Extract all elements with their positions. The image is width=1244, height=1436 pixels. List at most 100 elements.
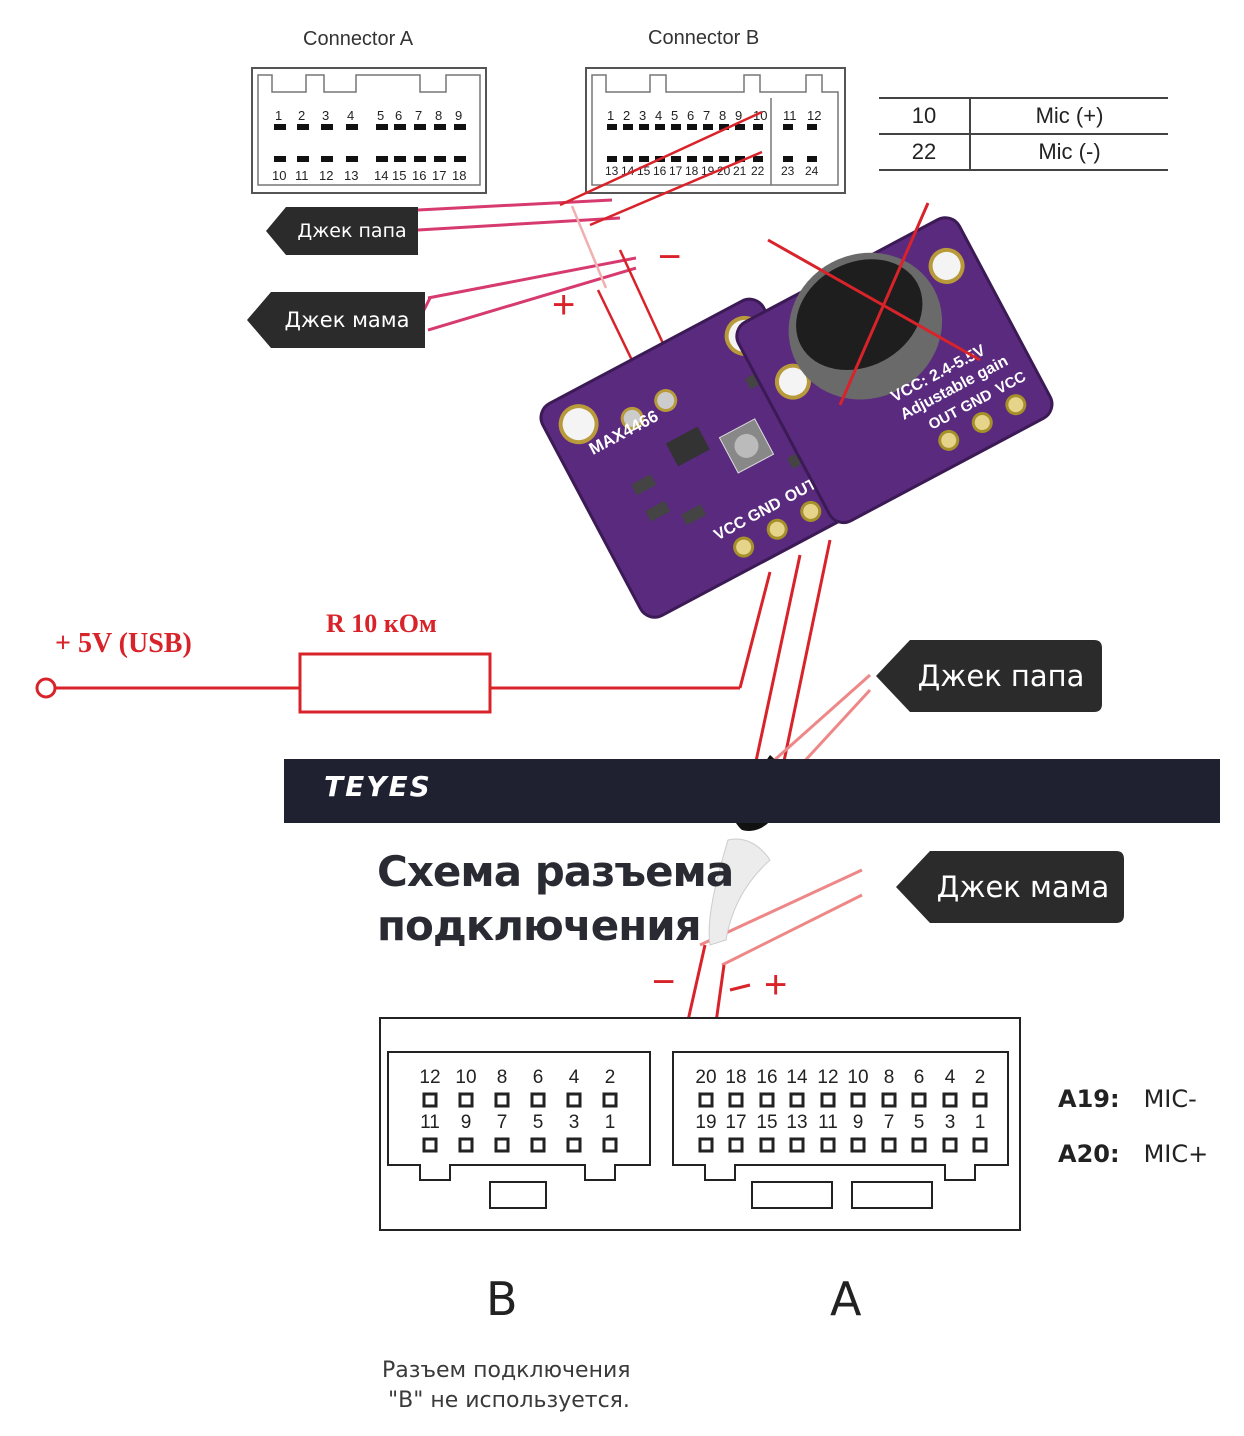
connector-a-pin-number: 18 [452, 168, 466, 183]
connector-label-a: A [830, 1272, 862, 1326]
headunit-a-pin [728, 1092, 744, 1108]
headunit-a-pin [789, 1137, 805, 1153]
connector-a-pin [414, 124, 426, 130]
mic-table-row: 10 Mic (+) [879, 97, 1168, 135]
headunit-a-pin [972, 1092, 988, 1108]
connector-b-inner [591, 74, 839, 186]
connector-a-title: Connector A [303, 28, 414, 50]
unused-connector-note: Разъем подключения "B" не используется. [382, 1356, 631, 1416]
connector-b-pin [607, 124, 617, 130]
headunit-a-pin [881, 1137, 897, 1153]
schema-title-line1: Схема разъема [377, 847, 734, 896]
headunit-a-pin-number: 6 [914, 1067, 925, 1088]
connector-b-pin [783, 124, 793, 130]
headunit-a-pin [881, 1092, 897, 1108]
connector-b-pin-number: 10 [753, 108, 767, 123]
jack-male-top-shape [266, 207, 418, 255]
headunit-b-pin-number: 5 [533, 1112, 544, 1133]
connector-b-pin [719, 156, 729, 162]
headunit-b-pin [458, 1092, 474, 1108]
connector-b-pin [655, 124, 665, 130]
headunit-b-pin-number: 4 [569, 1067, 580, 1088]
connector-a-pin [297, 124, 309, 130]
power-terminal [35, 677, 57, 699]
pin-legend-pin: A19: [1058, 1085, 1120, 1113]
connector-b-pin [735, 124, 745, 130]
connector-a-pin-number: 9 [455, 108, 462, 123]
schema-title: Схема разъема подключения [377, 845, 734, 953]
headunit-a-pin [820, 1092, 836, 1108]
jack-female-top-shape [247, 292, 425, 348]
headunit-a-pin-number: 19 [695, 1112, 716, 1133]
connector-b-pin [639, 156, 649, 162]
jack-female-mid-label: Джек мама [936, 870, 1110, 904]
headunit-a-pin [759, 1137, 775, 1153]
jack-male-mid-label: Джек папа [917, 659, 1085, 693]
connector-a-inner [257, 74, 481, 186]
mic-table-signal: Mic (+) [970, 97, 1168, 135]
connector-a-pin [346, 156, 358, 162]
headunit-connector-frame [379, 1017, 1021, 1231]
headunit-b-pin [602, 1137, 618, 1153]
connector-b-pin [753, 156, 763, 162]
headunit-a-pin [850, 1092, 866, 1108]
connector-b-pin [671, 156, 681, 162]
connector-a-pin [321, 124, 333, 130]
headunit-a-pin-number: 15 [756, 1112, 777, 1133]
connector-a-pin [376, 156, 388, 162]
jack-male-mid-shape [876, 640, 1102, 712]
connector-a-body [251, 67, 487, 194]
connector-b-pin [807, 156, 817, 162]
headunit-a-pin-number: 14 [786, 1067, 808, 1088]
headunit-b-pin [494, 1137, 510, 1153]
connector-b-pin [639, 124, 649, 130]
headunit-a-pin [698, 1137, 714, 1153]
connector-a-pin-number: 8 [435, 108, 442, 123]
connector-b-pin [703, 124, 713, 130]
connector-a-pin [434, 124, 446, 130]
pin-legend-a20: A20:MIC+ [1058, 1140, 1208, 1168]
headunit-a-pin [850, 1137, 866, 1153]
headunit-a-pin [759, 1092, 775, 1108]
headunit-a-pin-number: 4 [945, 1067, 956, 1088]
pin-legend-signal: MIC+ [1143, 1140, 1209, 1168]
connector-b-pin-number: 24 [805, 164, 819, 178]
connector-a-pin [454, 156, 466, 162]
connector-b-pin-number: 13 [605, 164, 619, 178]
pin-legend-a19: A19:MIC- [1058, 1085, 1197, 1113]
minus-sign-bottom: − [652, 960, 675, 1004]
headunit-connector-b [387, 1051, 651, 1181]
connector-b-pin [623, 156, 633, 162]
connector-b-pin-number: 18 [685, 164, 699, 178]
headunit-a-pin-number: 17 [725, 1112, 746, 1133]
headunit-a-pin-number: 12 [817, 1067, 838, 1088]
headunit-b-pin [602, 1092, 618, 1108]
headunit-a-pin-number: 16 [756, 1067, 777, 1088]
headunit-a-pin-number: 18 [725, 1067, 746, 1088]
minus-sign-top: − [658, 235, 681, 279]
connector-b-pin-number: 17 [669, 164, 683, 178]
mic-table-pin: 10 [879, 97, 971, 135]
connector-a-pin [297, 156, 309, 162]
connector-a-pin [454, 124, 466, 130]
connector-a-pin-number: 16 [412, 168, 426, 183]
headunit-a-pin-number: 11 [818, 1112, 838, 1133]
mic-table-pin: 22 [879, 133, 971, 171]
jack-female-top-label: Джек мама [284, 308, 410, 332]
headunit-a-pin [972, 1137, 988, 1153]
headunit-a-pin [942, 1092, 958, 1108]
connector-b-pin-number: 2 [623, 108, 630, 123]
headunit-a-pin [728, 1137, 744, 1153]
headunit-b-pin-number: 3 [569, 1112, 580, 1133]
connector-b-pin-number: 23 [781, 164, 795, 178]
connector-b-pin [623, 124, 633, 130]
connector-a-pin [321, 156, 333, 162]
connector-b-pin-number: 4 [655, 108, 662, 123]
headunit-b-pin-number: 9 [461, 1112, 472, 1133]
headunit-b-pin-number: 7 [497, 1112, 508, 1133]
headunit-b-pin [422, 1092, 438, 1108]
